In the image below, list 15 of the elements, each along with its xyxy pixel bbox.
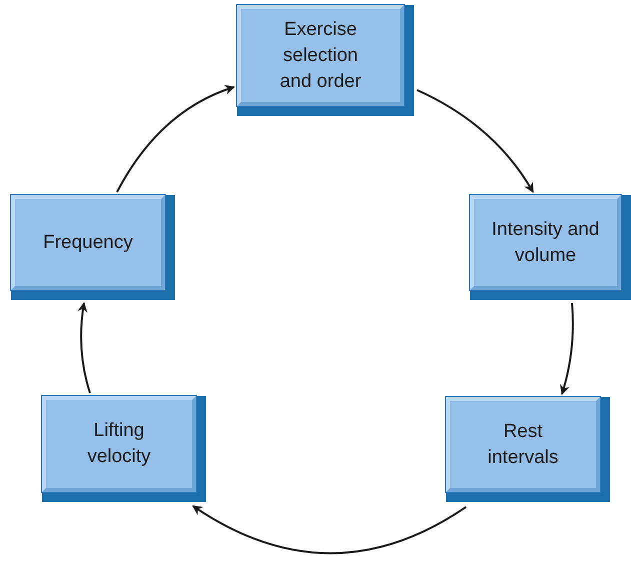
box-label: Frequency: [43, 230, 133, 254]
box-label: Rest intervals: [486, 420, 560, 470]
arrow: [560, 302, 574, 395]
process-box: [237, 5, 414, 116]
process-box: [11, 195, 175, 300]
box-label: Exercise selection and order: [278, 18, 362, 94]
process-box: [470, 195, 631, 300]
box-label: Intensity and volume: [490, 218, 600, 268]
process-box: [446, 397, 610, 502]
process-box: [42, 396, 206, 502]
arrow: [78, 302, 91, 394]
arrow: [416, 89, 534, 193]
box-label: Lifting velocity: [86, 419, 152, 469]
arrow: [116, 85, 235, 192]
arrow: [192, 505, 467, 554]
